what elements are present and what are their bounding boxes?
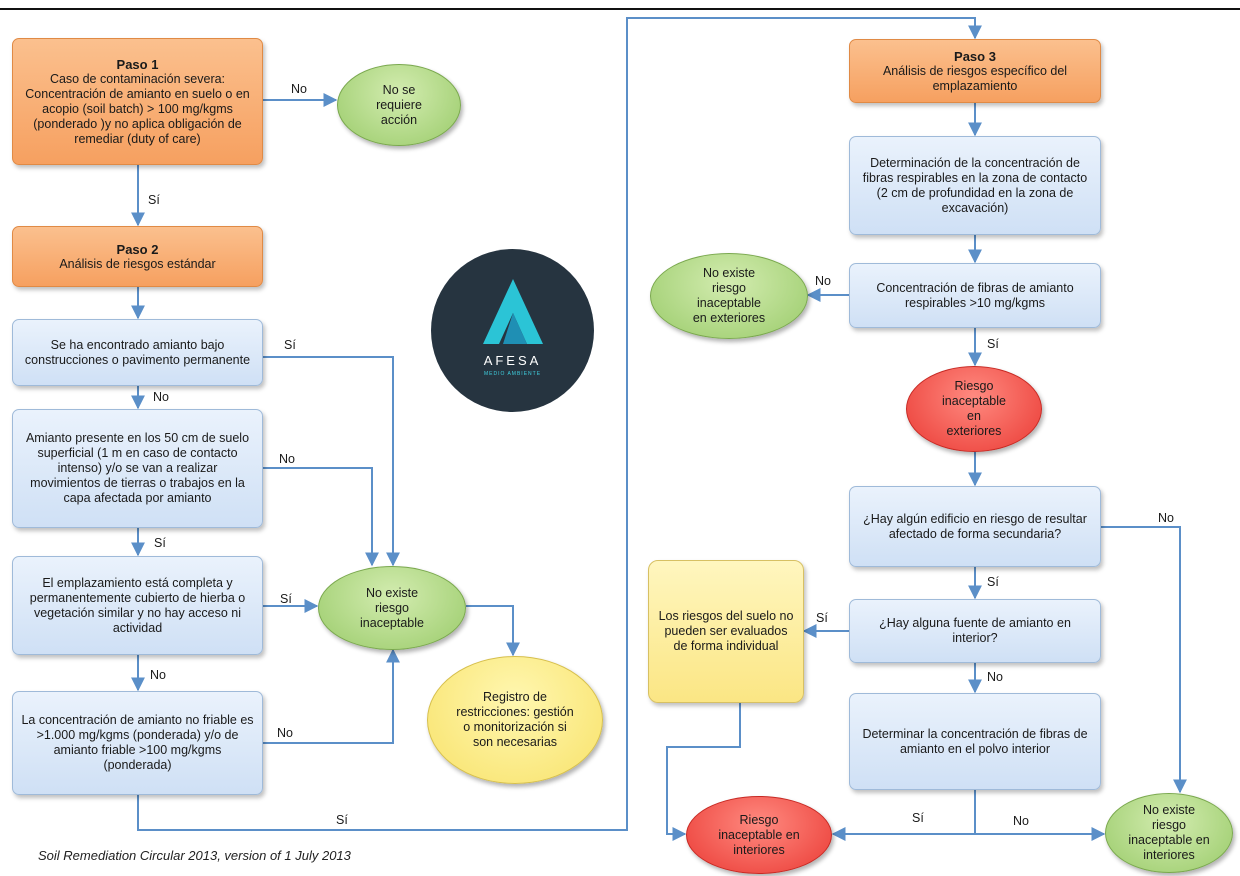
no-risk-text: No existe riesgo inaceptable xyxy=(360,585,424,630)
afesa-logo-mark xyxy=(483,279,543,344)
label-q2-no: No xyxy=(279,452,295,466)
registro-ellipse: Registro de restricciones: gestión o mon… xyxy=(427,656,603,784)
label-q4-no: No xyxy=(277,726,293,740)
label-resp-si: Sí xyxy=(987,337,999,351)
label-step1-no: No xyxy=(291,82,307,96)
afesa-logo: AFESA MEDIO AMBIENTE xyxy=(431,249,594,412)
step2-title: Paso 2 xyxy=(116,241,159,257)
no-risk-ellipse: No existe riesgo inaceptable xyxy=(318,566,466,650)
registro-text: Registro de restricciones: gestión o mon… xyxy=(456,690,574,749)
determinar-polvo-text: Determinar la concentración de fibras de… xyxy=(862,726,1088,756)
risk-ext-text: Riesgo inaceptable en exteriores xyxy=(942,379,1006,438)
no-risk-int-text: No existe riesgo inaceptable en interior… xyxy=(1128,803,1210,862)
step2-box: Paso 2 Análisis de riesgos estándar xyxy=(12,226,263,287)
label-edif-si: Sí xyxy=(987,575,999,589)
q-fuente-box: ¿Hay alguna fuente de amianto en interio… xyxy=(849,599,1101,663)
no-action-text: No se requiere acción xyxy=(376,82,422,127)
label-resp-no: No xyxy=(815,274,831,288)
top-rule xyxy=(0,8,1240,10)
risk-int-ellipse: Riesgo inaceptable en interiores xyxy=(686,796,832,874)
determinar-polvo-box: Determinar la concentración de fibras de… xyxy=(849,693,1101,790)
no-risk-int-ellipse: No existe riesgo inaceptable en interior… xyxy=(1105,793,1233,873)
q-superficial-box: Amianto presente en los 50 cm de suelo s… xyxy=(12,409,263,528)
q-respirables-text: Concentración de fibras de amianto respi… xyxy=(876,280,1074,310)
label-polvo-si: Sí xyxy=(912,811,924,825)
individual-box: Los riesgos del suelo no pueden ser eval… xyxy=(648,560,804,703)
step2-text: Análisis de riesgos estándar xyxy=(59,256,216,271)
label-fuente-si: Sí xyxy=(816,611,828,625)
q-respirables-box: Concentración de fibras de amianto respi… xyxy=(849,263,1101,328)
label-q1-si: Sí xyxy=(284,338,296,352)
q-fuente-text: ¿Hay alguna fuente de amianto en interio… xyxy=(879,616,1071,645)
q-no-friable-text: La concentración de amianto no friable e… xyxy=(21,713,254,772)
label-q3-si: Sí xyxy=(280,592,292,606)
arrow-q2-no xyxy=(263,467,379,567)
arrow-individual-riskint xyxy=(666,703,741,841)
logo-wordmark: AFESA xyxy=(483,353,542,368)
arrow-norisk-registro xyxy=(466,605,520,657)
determinacion-box: Determinación de la concentración de fib… xyxy=(849,136,1101,235)
q-no-friable-box: La concentración de amianto no friable e… xyxy=(12,691,263,795)
step3-text: Análisis de riesgos específico del empla… xyxy=(882,63,1068,93)
no-risk-ext-ellipse: No existe riesgo inaceptable en exterior… xyxy=(650,253,808,339)
risk-ext-ellipse: Riesgo inaceptable en exteriores xyxy=(906,366,1042,452)
arrow-q4-no xyxy=(263,648,400,744)
step3-box: Paso 3 Análisis de riesgos específico de… xyxy=(849,39,1101,103)
source-caption: Soil Remediation Circular 2013, version … xyxy=(38,848,351,863)
arrow-q4-si xyxy=(137,17,982,831)
no-action-ellipse: No se requiere acción xyxy=(337,64,461,146)
step3-title: Paso 3 xyxy=(954,48,996,64)
step1-box: Paso 1 Caso de contaminación severa: Con… xyxy=(12,38,263,165)
label-polvo-no: No xyxy=(1013,814,1029,828)
label-q2-si: Sí xyxy=(154,536,166,550)
step1-title: Paso 1 xyxy=(116,56,159,72)
arrow-q1-si xyxy=(263,356,400,567)
arrow-polvo-si xyxy=(831,790,976,841)
q-cubierto-text: El emplazamiento está completa y permane… xyxy=(29,575,246,635)
logo-tagline: MEDIO AMBIENTE xyxy=(483,371,542,377)
label-step1-si: Sí xyxy=(148,193,160,207)
no-risk-ext-text: No existe riesgo inaceptable en exterior… xyxy=(692,266,766,325)
arrow-edif-no xyxy=(1101,526,1187,794)
individual-text: Los riesgos del suelo no pueden ser eval… xyxy=(658,609,794,653)
risk-int-text: Riesgo inaceptable en interiores xyxy=(718,812,800,857)
q-superficial-text: Amianto presente en los 50 cm de suelo s… xyxy=(25,431,250,505)
q-construcciones-text: Se ha encontrado amianto bajo construcci… xyxy=(24,337,251,367)
label-fuente-no: No xyxy=(987,670,1003,684)
q-edificio-text: ¿Hay algún edificio en riesgo de resulta… xyxy=(863,511,1087,541)
step1-text: Caso de contaminación severa: Concentrac… xyxy=(25,71,250,146)
label-q4-si: Sí xyxy=(336,813,348,827)
determinacion-text: Determinación de la concentración de fib… xyxy=(862,155,1088,215)
q-cubierto-box: El emplazamiento está completa y permane… xyxy=(12,556,263,655)
label-edif-no: No xyxy=(1158,511,1174,525)
q-construcciones-box: Se ha encontrado amianto bajo construcci… xyxy=(12,319,263,386)
q-edificio-box: ¿Hay algún edificio en riesgo de resulta… xyxy=(849,486,1101,567)
label-q3-no: No xyxy=(150,668,166,682)
label-q1-no: No xyxy=(153,390,169,404)
